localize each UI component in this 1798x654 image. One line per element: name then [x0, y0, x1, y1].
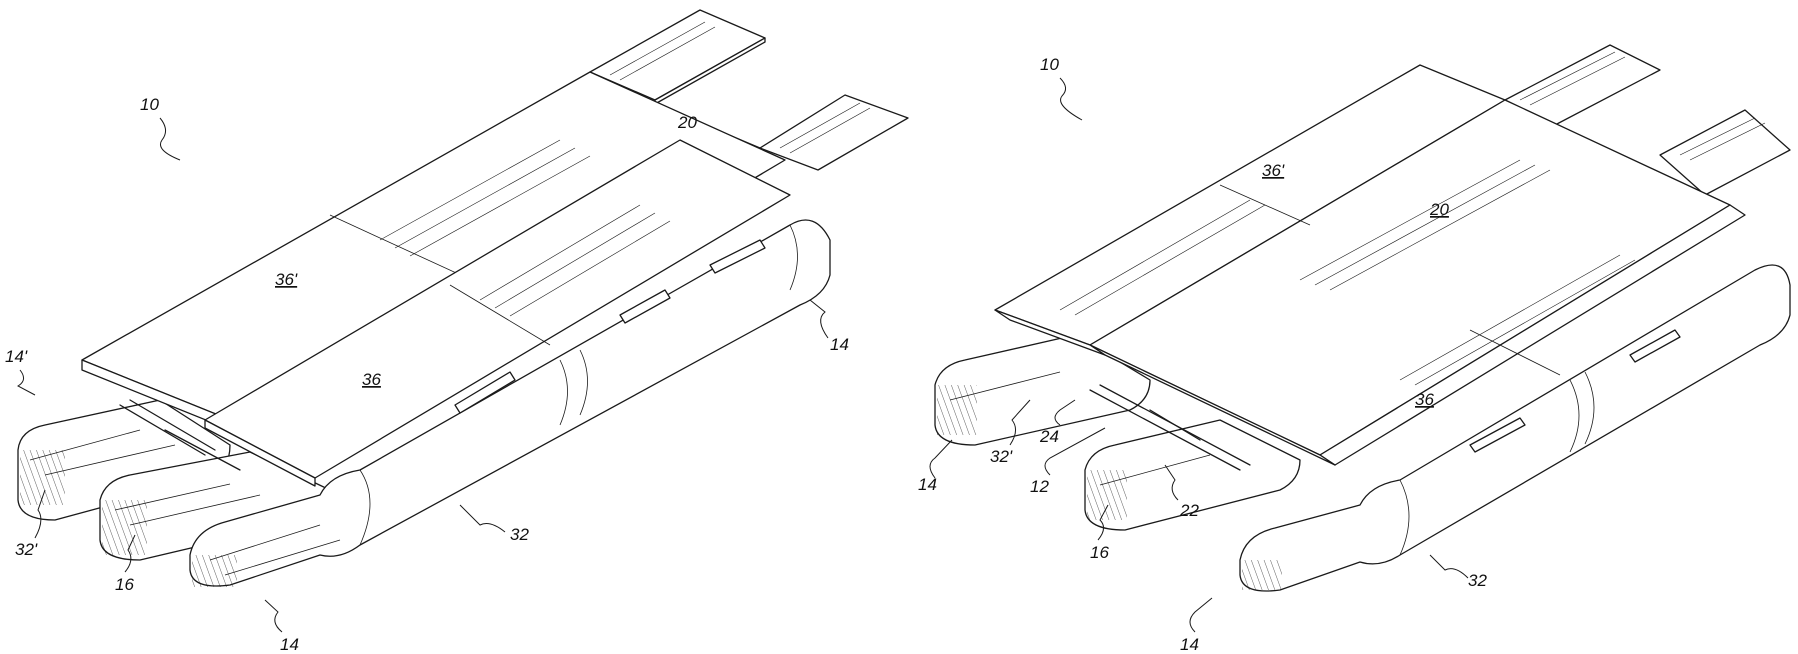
- left-label-panel-left: 36': [275, 270, 298, 289]
- left-label-nose-right: 32: [510, 525, 529, 544]
- left-label-pontoon-bottom: 14: [280, 635, 299, 654]
- left-label-panel-right: 36: [362, 370, 381, 389]
- right-label-panel-right: 36: [1415, 390, 1434, 409]
- left-leader-pontoon-right: [810, 300, 828, 338]
- left-leader-assembly: [160, 118, 180, 160]
- right-label-hull: 12: [1030, 477, 1049, 496]
- left-label-assembly: 10: [140, 95, 159, 114]
- left-leader-nose-right: [460, 505, 505, 532]
- left-leader-pontoon-outer: [18, 370, 35, 395]
- right-leader-assembly: [1060, 78, 1082, 120]
- right-label-bracket: 22: [1179, 501, 1199, 520]
- right-label-nose-right: 32: [1468, 571, 1487, 590]
- left-label-pontoon-right: 14: [830, 335, 849, 354]
- left-leader-pontoon-bottom: [265, 600, 282, 632]
- right-figure: 10 20 36' 36 14 14 32' 24 12 16 22 32: [918, 45, 1790, 654]
- right-label-deck-center: 20: [1429, 200, 1449, 219]
- right-label-pontoon-left: 14: [918, 475, 937, 494]
- right-label-nose-left: 32': [990, 447, 1013, 466]
- right-leader-nose-right: [1430, 555, 1468, 578]
- left-label-deck-center: 20: [677, 113, 697, 132]
- right-label-frame: 24: [1039, 427, 1059, 446]
- left-label-pontoon-outer: 14': [5, 347, 28, 366]
- right-label-panel-left: 36': [1262, 161, 1285, 180]
- left-label-nose-left: 32': [15, 540, 38, 559]
- right-leader-pontoon-bottom: [1190, 598, 1212, 632]
- right-label-pontoon-bottom: 14: [1180, 635, 1199, 654]
- left-label-middle-pontoon: 16: [115, 575, 134, 594]
- right-label-assembly: 10: [1040, 55, 1059, 74]
- right-label-middle-pontoon: 16: [1090, 543, 1109, 562]
- right-leader-pontoon-left: [930, 440, 952, 478]
- left-figure: 10 20 36' 36 14' 14 14 32' 16 32: [5, 10, 908, 654]
